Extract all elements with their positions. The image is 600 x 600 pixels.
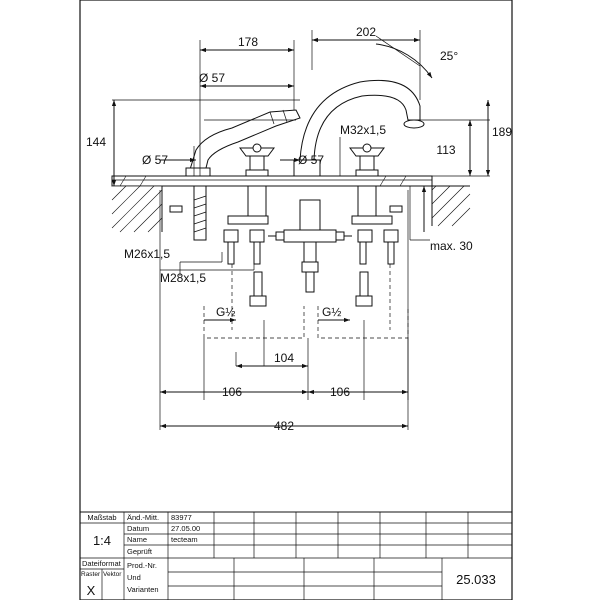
dim-base-diameter-right: Ø 57	[298, 153, 324, 167]
dim-113: 113	[436, 143, 455, 157]
geprueft-label: Geprüft	[127, 547, 153, 556]
dim-handshower-diameter: Ø 57	[199, 71, 225, 85]
aend-mitt-value: 83977	[171, 513, 192, 522]
dim-104: 104	[274, 351, 294, 365]
name-label: Name	[127, 535, 147, 544]
dim-189: 189	[492, 125, 512, 139]
varianten-label: Varianten	[127, 585, 159, 594]
dimension-lines	[111, 37, 491, 429]
dim-106-left: 106	[222, 385, 242, 399]
left-valve-body	[223, 185, 269, 307]
spout	[293, 79, 425, 177]
right-valve-body	[351, 185, 399, 307]
left-valve-handle	[239, 143, 275, 177]
massstab-label: Maßstab	[87, 513, 116, 522]
aend-mitt-label: Änd.-Mitt.	[127, 513, 159, 522]
dimension-labels: 178 202 25° Ø 57 144 Ø 57 Ø 57 M32x1,5 1…	[86, 25, 512, 433]
dim-178: 178	[238, 35, 258, 49]
vektor-label: Vektor	[103, 571, 122, 578]
dim-pipe-right: G½	[322, 305, 341, 319]
sheet-border	[79, 0, 513, 600]
right-valve-handle	[349, 143, 385, 177]
datum-label: Datum	[127, 524, 149, 533]
supply-lines	[203, 264, 409, 339]
dim-base-diameter-left: Ø 57	[142, 153, 168, 167]
dim-106-right: 106	[330, 385, 350, 399]
deck-plate	[111, 175, 471, 233]
dim-thread-m28: M28x1,5	[160, 271, 206, 285]
dim-482: 482	[274, 419, 294, 433]
product-number: 25.033	[456, 572, 496, 587]
title-block: Maßstab 1:4 Änd.-Mitt. 83977 Datum 27.05…	[79, 511, 513, 600]
dim-144: 144	[86, 135, 106, 149]
datum-value: 27.05.00	[171, 524, 200, 533]
center-mixer-body	[268, 199, 352, 293]
dim-202: 202	[356, 25, 376, 39]
handshower-thread	[169, 185, 403, 241]
raster-label: Raster	[81, 571, 101, 578]
name-value: tecteam	[171, 535, 198, 544]
format-mark: X	[87, 583, 96, 598]
prod-nr-label: Prod.-Nr.	[127, 561, 157, 570]
dim-thread-m26: M26x1,5	[124, 247, 170, 261]
dim-angle: 25°	[440, 49, 458, 63]
dim-pipe-left: G½	[216, 305, 235, 319]
und-label: Und	[127, 573, 141, 582]
dateiformat-label: Dateiformat	[82, 559, 122, 568]
dim-thread-spout: M32x1,5	[340, 123, 386, 137]
dim-max-deck: max. 30	[430, 239, 473, 253]
scale-value: 1:4	[93, 533, 111, 548]
